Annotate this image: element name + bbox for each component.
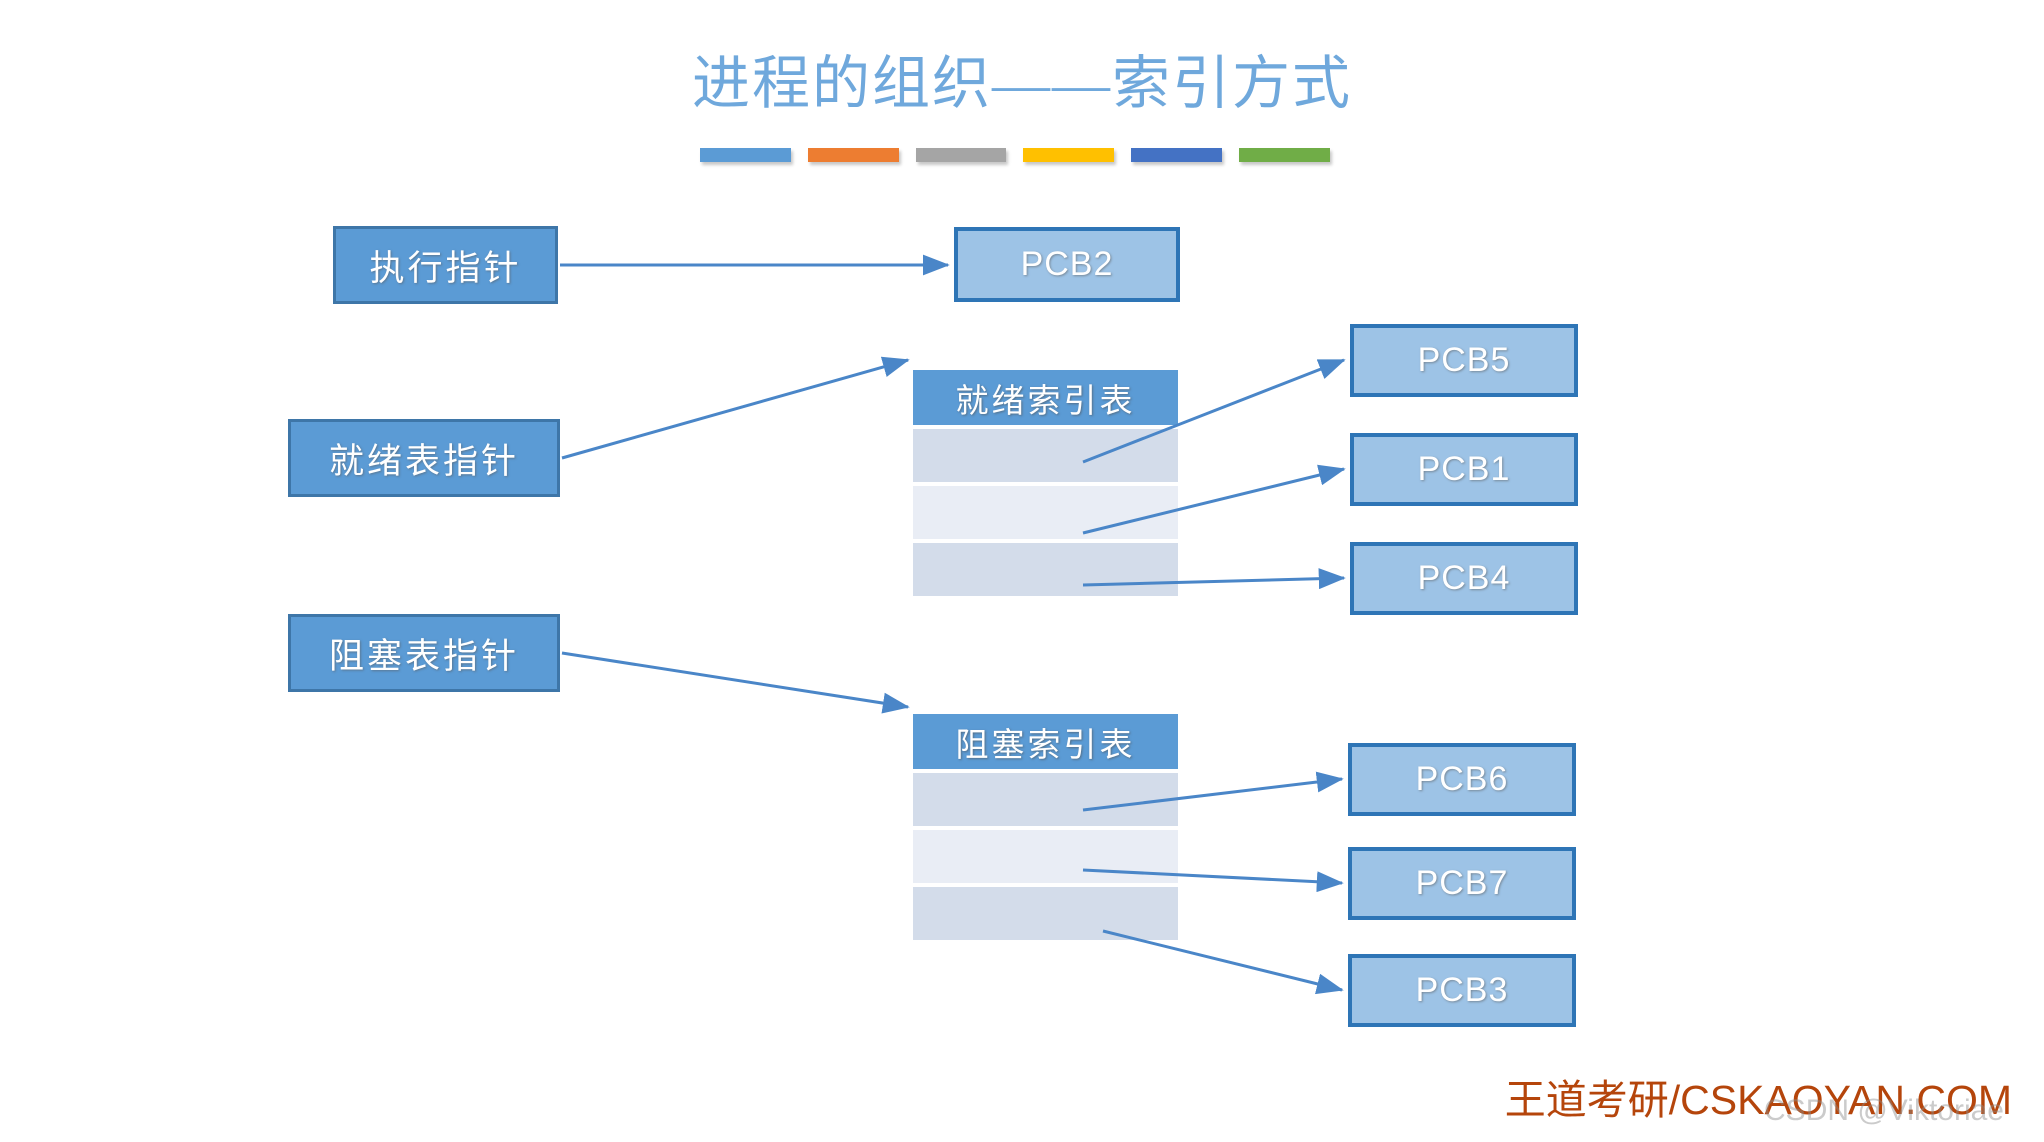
accent-bar-dark-blue [1131,148,1223,162]
index-table-blocked-row-3[interactable] [913,887,1178,940]
pcb-block-blocked-1[interactable]: PCB6 [1348,743,1576,816]
pcb-block-ready-3[interactable]: PCB4 [1350,542,1578,615]
index-table-ready-row-1[interactable] [913,429,1178,482]
pcb-block-running[interactable]: PCB2 [954,227,1180,302]
pcb-block-blocked-3[interactable]: PCB3 [1348,954,1576,1027]
page-title: 进程的组织——索引方式 [691,51,1352,116]
accent-bar-yellow [1023,148,1115,162]
pointer-box-running[interactable]: 执行指针 [333,226,558,304]
index-table-blocked-row-2[interactable] [913,830,1178,883]
connector-ready-pointer-to-ready-table [561,356,910,460]
index-table-blocked-row-1[interactable] [913,773,1178,826]
index-table-ready-row-2[interactable] [913,486,1178,539]
index-table-blocked: 阻塞索引表 [913,714,1178,940]
pcb-block-ready-2[interactable]: PCB1 [1350,433,1578,506]
pointer-box-ready[interactable]: 就绪表指针 [288,419,560,497]
index-table-ready: 就绪索引表 [913,370,1178,596]
index-table-ready-header: 就绪索引表 [913,370,1178,425]
pointer-box-blocked[interactable]: 阻塞表指针 [288,614,560,692]
connector-blocked-pointer-to-blocked-table [561,651,910,714]
title-accent-bars [700,148,1330,162]
accent-bar-gray [915,148,1007,162]
pcb-block-blocked-2[interactable]: PCB7 [1348,847,1576,920]
csdn-watermark: CSDN @Viktoriae [1764,1094,2004,1127]
pcb-block-ready-1[interactable]: PCB5 [1350,324,1578,397]
index-table-blocked-header: 阻塞索引表 [913,714,1178,769]
index-table-ready-row-3[interactable] [913,543,1178,596]
accent-bar-green [1239,148,1330,162]
brand-watermark: 王道考研/CSKAOYAN.COM [1504,1077,2012,1123]
accent-bar-blue [700,148,791,162]
accent-bar-orange [807,148,899,162]
